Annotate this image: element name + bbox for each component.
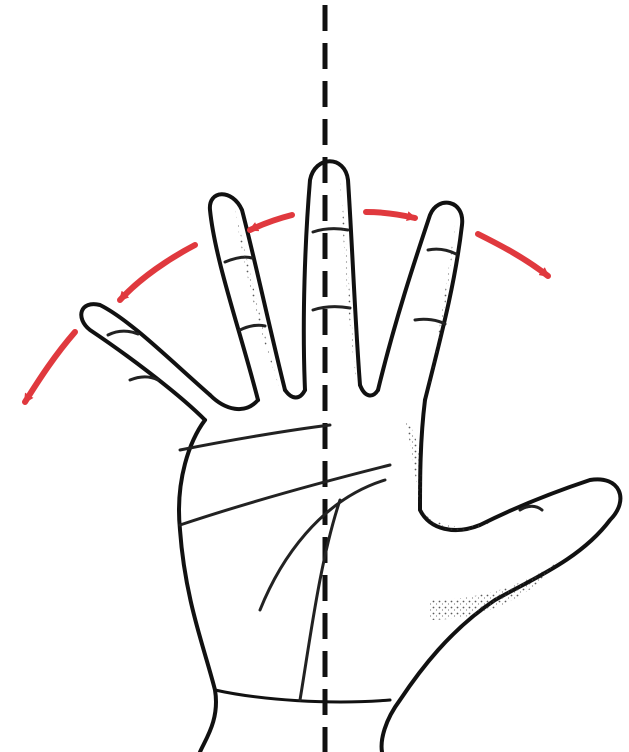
middle-finger [304, 161, 360, 390]
palm-and-thumb [179, 400, 620, 752]
arrow-icon [25, 332, 75, 402]
shading [235, 180, 560, 620]
index-finger [378, 203, 462, 400]
arrow-icon [478, 234, 548, 276]
little-finger [81, 304, 210, 420]
arrow-icon [250, 215, 292, 230]
hand-outline [81, 161, 620, 752]
arrow-icon [366, 212, 415, 218]
arrow-icon [120, 245, 195, 300]
